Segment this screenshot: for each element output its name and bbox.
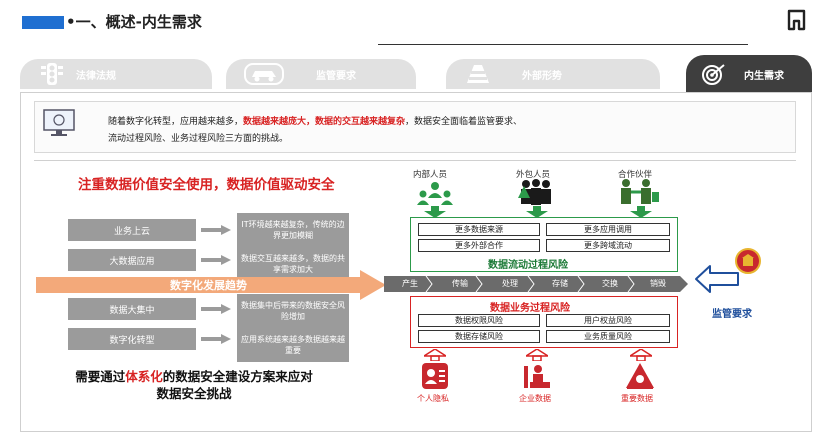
arrow-right-icon	[201, 255, 231, 265]
header-accent-bar	[22, 16, 64, 29]
emblem-icon	[735, 248, 761, 274]
tab-label: 法律法规	[76, 70, 116, 82]
actor-label-outsourced: 外包人员	[516, 170, 551, 180]
slogan-heading: 注重数据价值安全使用，数据价值驱动安全	[78, 177, 335, 193]
conclusion-text: 需要通过体系化的数据安全建设方案来应对 数据安全挑战	[75, 369, 313, 401]
process-step: 处理	[502, 279, 518, 288]
biz-item: 用户权益风险	[546, 314, 670, 327]
cone-icon	[467, 65, 489, 83]
trend-item-digital: 数字化转型	[68, 328, 196, 350]
supervision-label: 监管要求	[712, 309, 752, 320]
business-risk-title: 数据业务过程风险	[490, 303, 570, 314]
arrow-up-icon	[630, 349, 652, 361]
arrow-right-icon	[201, 225, 231, 235]
flow-risk-box	[410, 217, 678, 272]
actor-label-partner: 合作伙伴	[618, 170, 653, 180]
trend-desc-bigdata: 数据交互越来越多，数据的共享需求加大	[237, 247, 349, 281]
page-title: •一、概述-内生需求	[66, 13, 202, 31]
traffic-light-icon	[41, 63, 63, 85]
arrow-down-icon	[630, 206, 652, 218]
tab-label: 外部形势	[522, 70, 562, 82]
section-divider	[34, 160, 796, 161]
trend-desc-digital: 应用系统越来越多数据越来越重要	[237, 328, 349, 362]
arrow-right-icon	[201, 334, 231, 344]
flow-item: 更多跨域流动	[546, 239, 670, 252]
actor-label-internal: 内部人员	[413, 170, 448, 180]
header-divider	[378, 44, 748, 45]
arrow-down-icon	[424, 206, 446, 218]
outsourced-staff-icon	[518, 179, 551, 205]
content-frame	[20, 92, 812, 432]
tab-supervision[interactable]: 监管要求	[226, 59, 416, 89]
process-step: 传输	[452, 279, 468, 288]
arrow-up-icon	[526, 349, 548, 361]
process-step: 销毁	[650, 279, 666, 288]
arrow-right-icon	[201, 304, 231, 314]
tab-label: 监管要求	[316, 70, 356, 82]
group-icon	[417, 182, 453, 205]
intro-box	[34, 101, 796, 153]
business-risk-box	[410, 296, 678, 348]
flow-item: 更多外部合作	[418, 239, 540, 252]
biz-item: 业务质量风险	[546, 330, 670, 343]
arrow-up-icon	[424, 349, 446, 361]
flow-item: 更多应用调用	[546, 223, 670, 236]
trend-item-cloud: 业务上云	[68, 219, 196, 241]
office-worker-icon	[524, 365, 550, 388]
trend-label: 数字化发展趋势	[170, 279, 247, 292]
flow-item: 更多数据来源	[418, 223, 540, 236]
trend-arrow-icon	[36, 270, 386, 300]
monitor-icon	[43, 109, 75, 136]
trend-desc-cloud: IT环境越来越复杂，传统的边界更加模糊	[237, 213, 349, 247]
process-step: 存储	[552, 279, 568, 288]
data-type-label: 个人隐私	[417, 394, 449, 403]
car-icon	[244, 63, 284, 85]
process-step: 产生	[402, 279, 418, 288]
arrow-down-icon	[526, 206, 548, 218]
hazard-icon	[626, 363, 654, 389]
data-type-label: 重要数据	[621, 394, 653, 403]
intro-text: 随着数字化转型，应用越来越多，数据越来越庞大，数据的交互越来越复杂，数据安全面临…	[108, 117, 523, 144]
process-bar	[384, 276, 688, 292]
id-card-icon	[422, 363, 448, 389]
biz-item: 数据存储风险	[418, 330, 540, 343]
biz-item: 数据权限风险	[418, 314, 540, 327]
target-icon	[702, 64, 725, 85]
trend-item-bigdata: 大数据应用	[68, 249, 196, 271]
tab-label: 内生需求	[744, 70, 784, 82]
bookmark-logo-icon	[787, 9, 806, 31]
tab-legal[interactable]: 法律法规	[20, 59, 212, 89]
arrow-left-outline-icon	[695, 265, 739, 293]
trend-item-centralize: 数据大集中	[68, 298, 196, 320]
tab-internal[interactable]: 内生需求	[686, 55, 812, 93]
trend-desc-centralize: 数据集中后带来的数据安全风险增加	[237, 294, 349, 328]
partner-icon	[621, 179, 659, 204]
tab-external[interactable]: 外部形势	[446, 59, 660, 89]
data-type-label: 企业数据	[519, 394, 551, 403]
process-step: 交换	[602, 279, 618, 288]
flow-risk-title: 数据流动过程风险	[488, 260, 568, 271]
